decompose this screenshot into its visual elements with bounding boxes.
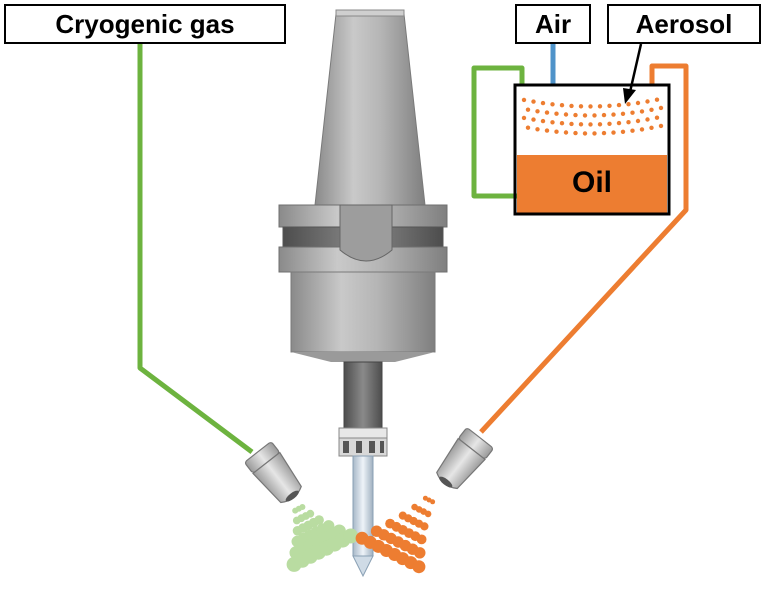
oil-spray-dot — [416, 534, 427, 545]
aerosol-dot — [588, 122, 593, 127]
aerosol-dot — [645, 117, 650, 122]
aerosol-dot — [611, 130, 616, 135]
cryogenic-spray-dots — [286, 504, 359, 572]
aerosol-dot — [597, 122, 603, 127]
tool-holder — [278, 9, 448, 457]
cryo-spray-dot — [306, 509, 315, 518]
aerosol-pointer-arrow — [623, 43, 643, 104]
aerosol-dot — [630, 110, 635, 115]
aerosol-dot — [616, 102, 622, 108]
aerosol-dot — [626, 102, 631, 107]
cryogenic-gas-label: Cryogenic gas — [4, 4, 286, 44]
aerosol-dot — [639, 127, 645, 132]
aerosol-dot — [607, 121, 612, 127]
aerosol-dot — [554, 129, 559, 134]
aerosol-dot — [654, 115, 660, 120]
reservoir-aerosol-dots — [521, 97, 664, 136]
aerosol-dot — [582, 113, 588, 118]
cryo-spray-dot — [299, 504, 306, 510]
aerosol-line — [479, 63, 689, 434]
cryo-spray-dot — [314, 515, 324, 525]
aerosol-dot — [578, 122, 584, 127]
aerosol-dot — [645, 99, 650, 104]
aerosol-dot — [531, 117, 536, 122]
aerosol-dot — [635, 100, 641, 106]
aerosol-dot — [563, 130, 569, 135]
aerosol-dot — [521, 115, 527, 121]
oil-spray-dot — [412, 560, 426, 574]
aerosol-dot — [601, 112, 607, 118]
aerosol-dot — [616, 120, 622, 126]
aerosol-dot — [535, 109, 540, 114]
aerosol-dot — [588, 104, 593, 109]
gas-loop-line — [471, 65, 525, 199]
aerosol-dot — [620, 111, 626, 117]
aerosol-dot — [601, 130, 607, 136]
aerosol-dot — [654, 97, 660, 102]
aerosol-dot — [611, 112, 616, 117]
aerosol-dot — [569, 121, 574, 127]
aerosol-dot — [658, 123, 664, 129]
aerosol-dot — [521, 97, 527, 103]
aerosol-label: Aerosol — [607, 4, 761, 44]
aerosol-dot — [573, 112, 578, 118]
aerosol-dot — [569, 103, 574, 109]
aerosol-dot — [550, 120, 555, 125]
oil-spray-dot — [424, 510, 432, 518]
aerosol-dot — [649, 107, 654, 113]
aerosol-dot — [635, 118, 641, 124]
aerosol-dot — [658, 105, 664, 111]
aerosol-dot — [578, 104, 584, 109]
aerosol-dot — [540, 100, 546, 106]
aerosol-dot — [597, 104, 603, 109]
aerosol-dot — [559, 121, 565, 126]
cutting-tool — [352, 455, 374, 578]
cryogenic-nozzle — [244, 442, 302, 504]
aerosol-dot — [607, 103, 612, 109]
aerosol-nozzle — [436, 428, 494, 490]
aerosol-dot — [544, 110, 550, 115]
aerosol-dot — [531, 99, 536, 104]
air-label: Air — [515, 4, 591, 44]
oil-spray-dot — [430, 499, 436, 505]
aerosol-dot — [582, 131, 588, 136]
oil-label: Oil — [571, 166, 612, 199]
oil-spray-dot — [420, 522, 429, 531]
aerosol-dot — [559, 103, 565, 108]
aerosol-dot — [540, 118, 546, 124]
oil-spray-dot — [414, 547, 426, 559]
aerosol-dot — [592, 131, 597, 136]
aerosol-spray-dots — [355, 495, 436, 574]
aerosol-dot — [592, 113, 597, 118]
aerosol-dot — [525, 107, 531, 112]
aerosol-dot — [639, 109, 645, 114]
aerosol-dot — [630, 128, 635, 133]
aerosol-dot — [535, 127, 540, 132]
aerosol-dot — [550, 102, 555, 107]
cryogenic-gas-line — [137, 44, 254, 454]
aerosol-dot — [620, 129, 626, 134]
aerosol-dot — [626, 120, 631, 125]
aerosol-dot — [573, 130, 578, 136]
cryo-spray-dot — [343, 528, 359, 544]
aerosol-dot — [525, 125, 531, 130]
aerosol-dot — [544, 128, 550, 133]
aerosol-dot — [563, 112, 569, 117]
aerosol-dot — [554, 111, 559, 116]
aerosol-dot — [649, 125, 654, 130]
oil-reservoir — [513, 83, 671, 216]
